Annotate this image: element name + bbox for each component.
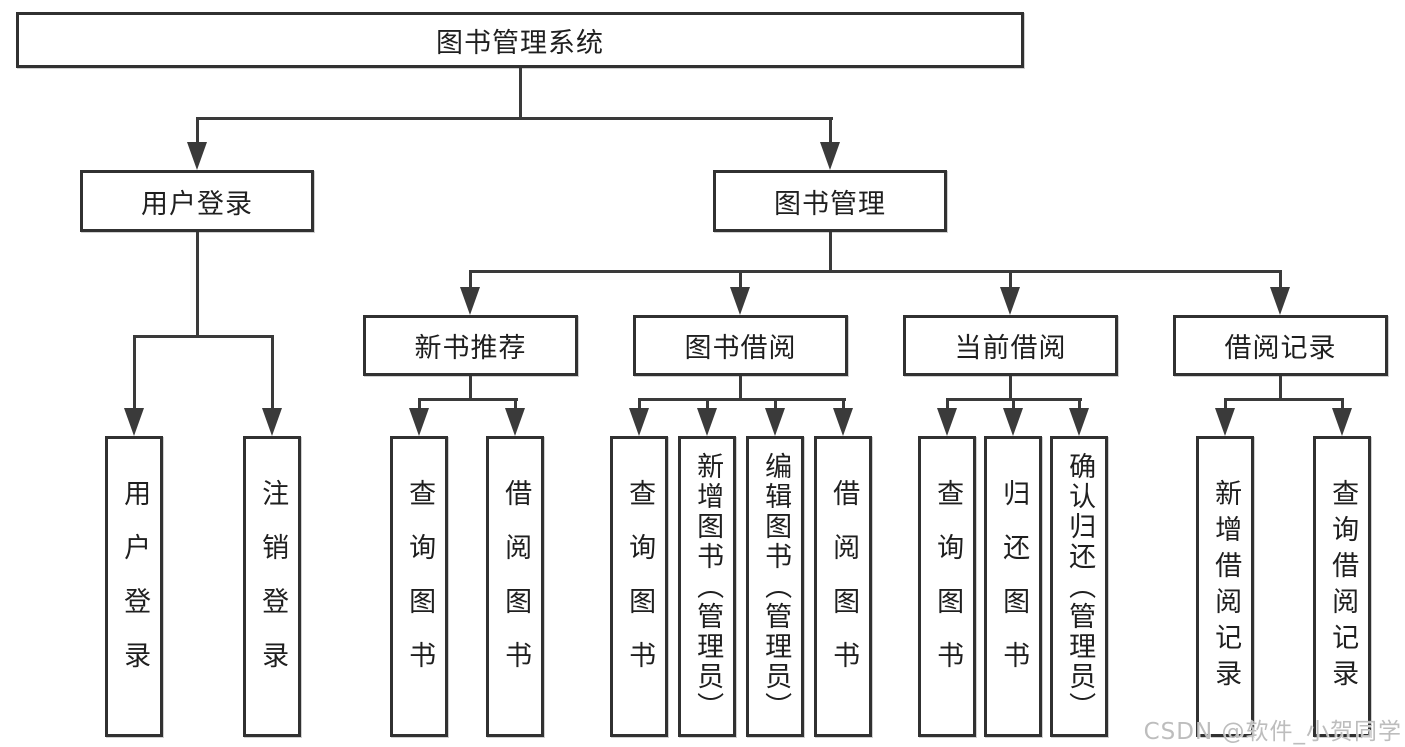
connector-line: [195, 117, 199, 145]
node-root-system: 图书管理系统: [16, 12, 1024, 68]
arrow-down-icon: [937, 408, 957, 436]
arrow-down-icon: [1215, 408, 1235, 436]
connector-line: [637, 398, 641, 410]
leaf-return-books: 归还图书: [984, 436, 1042, 737]
connector-line: [841, 398, 845, 410]
node-label: 新书推荐: [414, 333, 527, 364]
node-book-management: 图书管理: [713, 170, 947, 232]
connector-line: [1278, 376, 1282, 400]
leaf-borrow-books-recommend: 借阅图书: [486, 436, 544, 737]
connector-line: [705, 398, 709, 410]
connector-line: [270, 335, 274, 410]
leaf-label: 新增图书（管理员）: [692, 451, 724, 722]
node-current-borrowing: 当前借阅: [903, 315, 1118, 376]
connector-line: [1011, 398, 1015, 410]
connector-line: [1278, 270, 1282, 289]
connector-line: [1008, 270, 1012, 289]
connector-line: [518, 68, 522, 120]
node-label: 当前借阅: [954, 333, 1067, 364]
node-user-login: 用户登录: [80, 170, 314, 232]
leaf-confirm-return-admin: 确认归还（管理员）: [1050, 436, 1108, 737]
connector-line: [132, 335, 136, 410]
leaf-label: 注销登录: [257, 478, 289, 695]
connector-line: [945, 398, 949, 410]
csdn-watermark: CSDN @软件_小贺同学: [1143, 719, 1402, 745]
node-label: 图书借阅: [684, 333, 797, 364]
leaf-label: 新增借阅记录: [1210, 478, 1242, 695]
arrow-down-icon: [833, 408, 853, 436]
leaf-user-login: 用户登录: [105, 436, 163, 737]
connector-line: [738, 270, 742, 289]
connector-line: [828, 117, 832, 145]
leaf-label: 归还图书: [998, 478, 1030, 695]
connector-line: [132, 335, 274, 338]
arrow-down-icon: [697, 408, 717, 436]
leaf-label: 查询图书: [404, 478, 436, 695]
leaf-add-borrow-record: 新增借阅记录: [1196, 436, 1254, 737]
leaf-add-books-admin: 新增图书（管理员）: [678, 436, 736, 737]
node-label: 用户登录: [141, 188, 253, 220]
arrow-down-icon: [1003, 408, 1023, 436]
connector-line: [468, 270, 472, 289]
leaf-query-books-borrow: 查询图书: [610, 436, 668, 737]
leaf-logout: 注销登录: [243, 436, 301, 737]
connector-line: [468, 376, 472, 400]
leaf-label: 查询图书: [932, 478, 964, 695]
leaf-label: 用户登录: [119, 478, 151, 695]
leaf-query-books-current: 查询图书: [918, 436, 976, 737]
node-new-book-recommend: 新书推荐: [363, 315, 578, 376]
arrow-down-icon: [187, 142, 207, 170]
connector-line: [195, 117, 833, 120]
leaf-query-books-recommend: 查询图书: [390, 436, 448, 737]
arrow-down-icon: [1332, 408, 1352, 436]
leaf-label: 编辑图书（管理员）: [760, 451, 792, 722]
leaf-label: 查询图书: [624, 478, 656, 695]
connector-line: [195, 232, 199, 337]
connector-line: [637, 398, 846, 401]
leaf-label: 借阅图书: [500, 478, 532, 695]
arrow-down-icon: [460, 287, 480, 315]
arrow-down-icon: [1000, 287, 1020, 315]
arrow-down-icon: [1270, 287, 1290, 315]
connector-line: [417, 398, 421, 410]
connector-line: [513, 398, 517, 410]
connector-line: [1340, 398, 1344, 410]
leaf-label: 借阅图书: [828, 478, 860, 695]
connector-line: [738, 376, 742, 400]
leaf-query-borrow-record: 查询借阅记录: [1313, 436, 1371, 737]
leaf-label: 确认归还（管理员）: [1064, 451, 1096, 722]
connector-line: [417, 398, 518, 401]
arrow-down-icon: [1069, 408, 1089, 436]
connector-line: [1008, 376, 1012, 400]
arrow-down-icon: [124, 408, 144, 436]
node-label: 图书管理: [774, 188, 886, 220]
node-book-borrowing: 图书借阅: [633, 315, 848, 376]
arrow-down-icon: [262, 408, 282, 436]
connector-line: [468, 270, 1282, 273]
arrow-down-icon: [505, 408, 525, 436]
node-label: 借阅记录: [1224, 333, 1337, 364]
node-label: 图书管理系统: [436, 27, 604, 59]
connector-line: [828, 232, 832, 272]
arrow-down-icon: [820, 142, 840, 170]
connector-line: [773, 398, 777, 410]
connector-line: [1223, 398, 1344, 401]
connector-line: [1077, 398, 1081, 410]
arrow-down-icon: [629, 408, 649, 436]
arrow-down-icon: [765, 408, 785, 436]
arrow-down-icon: [730, 287, 750, 315]
node-borrow-records: 借阅记录: [1173, 315, 1388, 376]
connector-line: [1223, 398, 1227, 410]
leaf-borrow-books: 借阅图书: [814, 436, 872, 737]
leaf-edit-books-admin: 编辑图书（管理员）: [746, 436, 804, 737]
arrow-down-icon: [409, 408, 429, 436]
leaf-label: 查询借阅记录: [1327, 478, 1359, 695]
